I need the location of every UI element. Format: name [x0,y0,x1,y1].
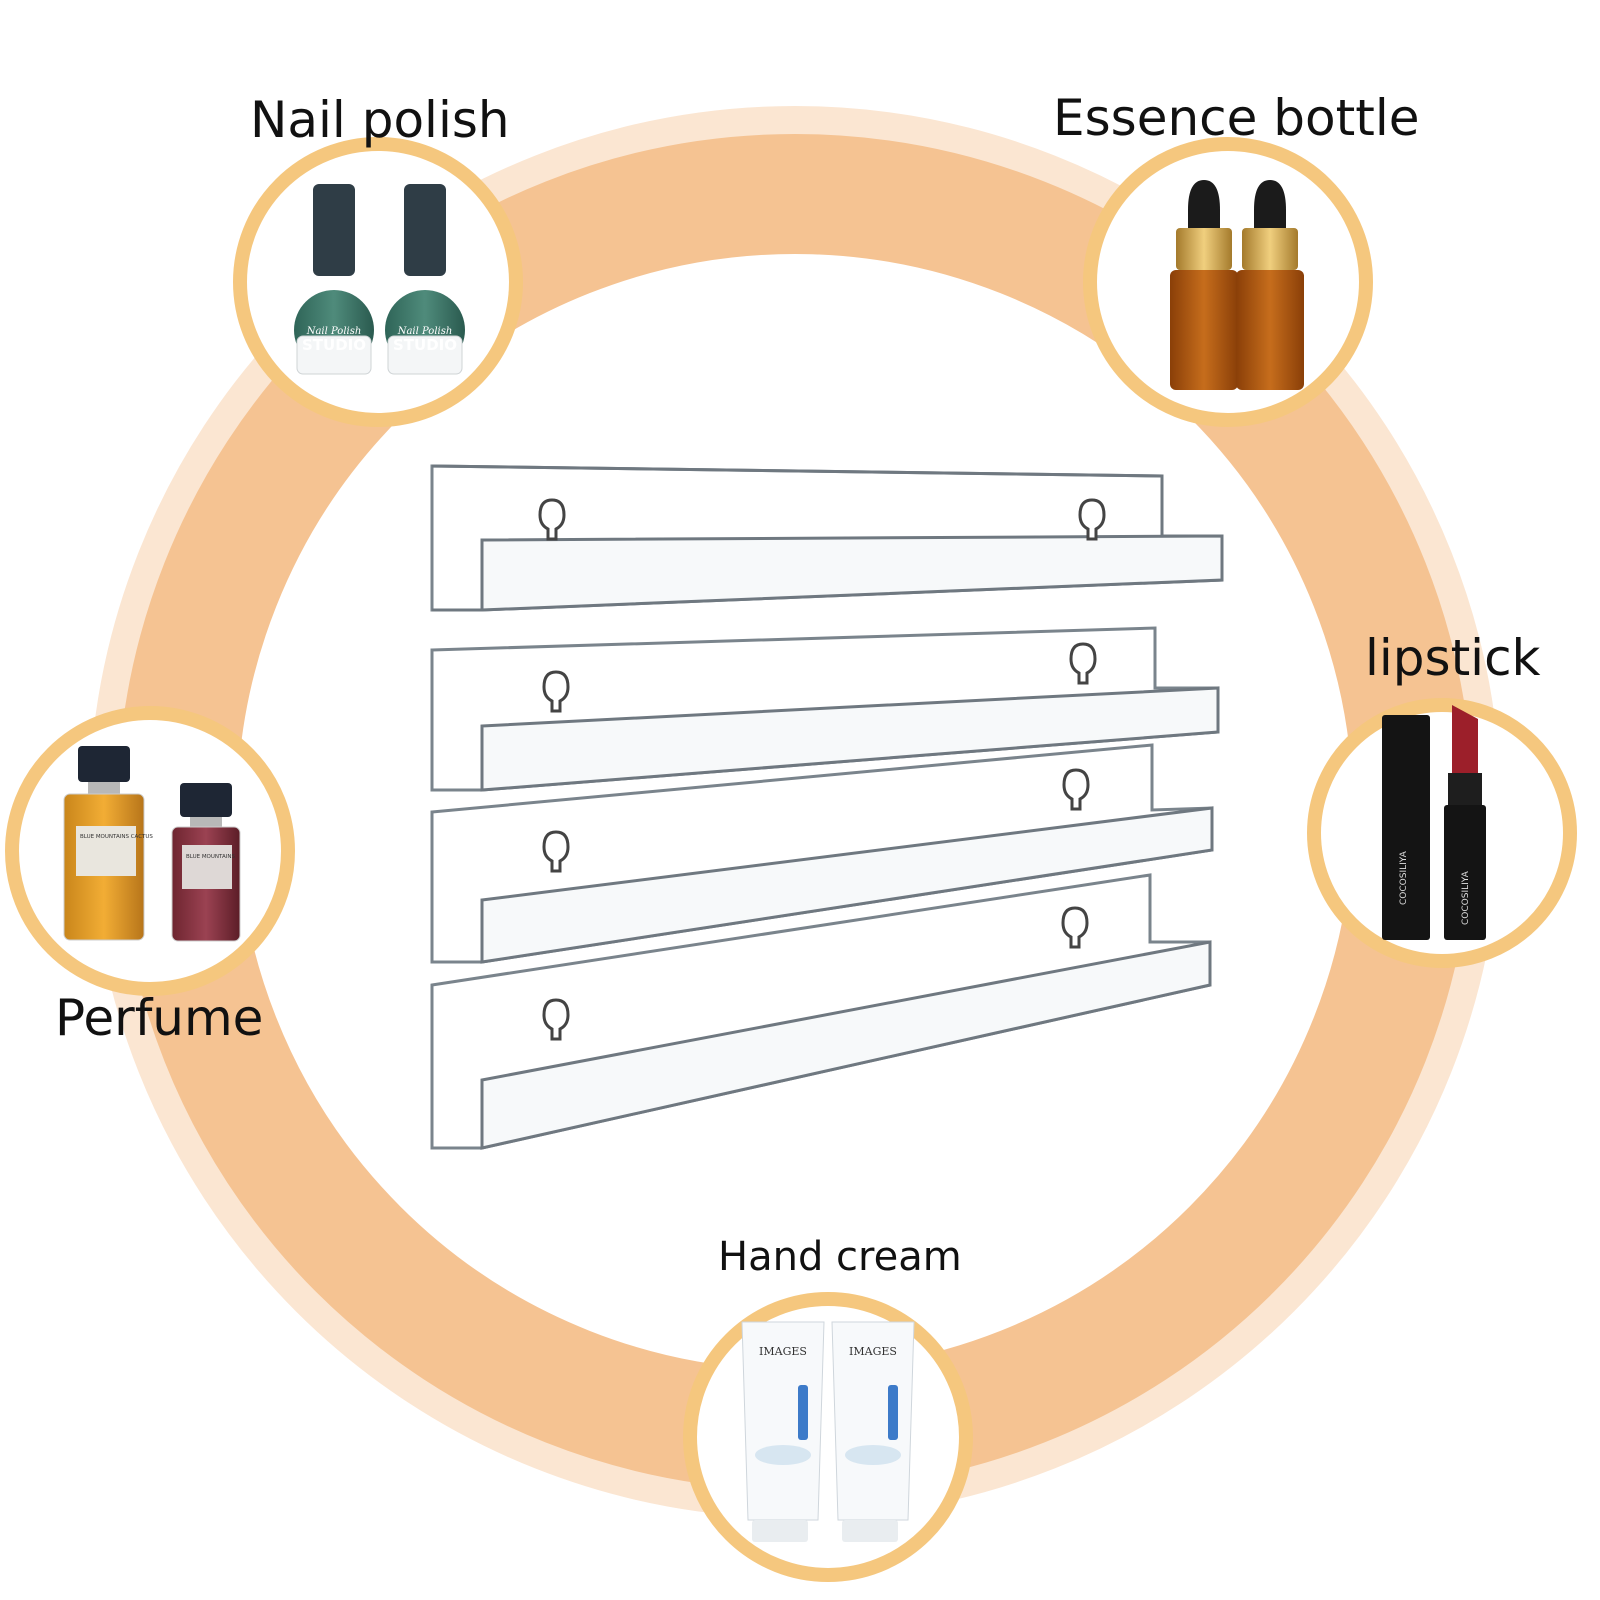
nail-polish-script-1: Nail Polish [306,326,362,337]
acrylic-shelves [430,464,1224,1150]
perfume-label: Perfume [55,989,264,1047]
nail-polish-studio-1: STUDIO [302,336,366,354]
essence-bottle-1 [1170,180,1238,390]
nail-polish-bottle-1: Nail Polish STUDIO [294,184,374,375]
shelf-2 [430,626,1220,792]
hand-cream-badge: IMAGES IMAGES [683,1292,973,1582]
hand-cream-brand-2: IMAGES [849,1345,897,1358]
perfume-bottle-1: BLUE MOUNTAINS CACTUS [63,746,153,941]
nail-polish-studio-2: STUDIO [393,336,457,354]
perfume-label-2: BLUE MOUNTAINS [186,854,235,860]
shelf-4 [430,873,1212,1150]
essence-bottle-label: Essence bottle [1053,89,1420,147]
perfume-label-1: BLUE MOUNTAINS CACTUS [80,834,153,840]
nail-polish-badge: Nail Polish STUDIO Nail Polish STUDIO [233,137,523,427]
lipstick-brand-1: COCOSILIYA [1399,850,1409,905]
shelf-1 [430,464,1224,612]
nail-polish-label: Nail polish [250,91,510,149]
essence-bottle-badge [1083,137,1373,427]
lipstick-brand-2: COCOSILIYA [1461,870,1471,925]
nail-polish-script-2: Nail Polish [397,326,453,337]
lipstick-badge: COCOSILIYA COCOSILIYA [1307,698,1577,968]
hand-cream-tube-1: IMAGES [741,1321,825,1542]
lipstick-label: lipstick [1365,629,1541,687]
nail-polish-bottle-2: Nail Polish STUDIO [385,184,465,375]
lipstick-open: COCOSILIYA [1444,705,1486,940]
hand-cream-tube-2: IMAGES [831,1321,915,1542]
essence-bottle-2 [1236,180,1304,390]
lipstick-case: COCOSILIYA [1382,715,1430,940]
hand-cream-brand-1: IMAGES [759,1345,807,1358]
perfume-badge: BLUE MOUNTAINS CACTUS BLUE MOUNTAINS [5,706,295,996]
hand-cream-label: Hand cream [718,1234,962,1280]
shelf-3 [430,743,1214,964]
perfume-bottle-2: BLUE MOUNTAINS [171,783,241,942]
